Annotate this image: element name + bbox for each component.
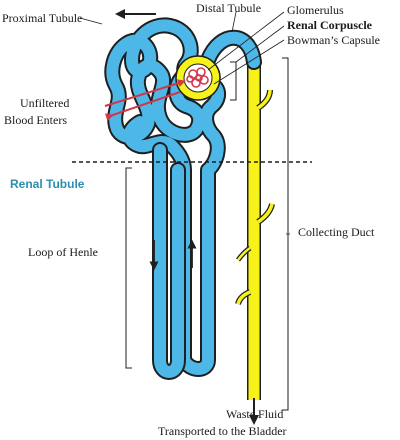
renal-corpuscle bbox=[175, 55, 221, 101]
blood-arrow-icon bbox=[104, 79, 186, 122]
glomerulus bbox=[186, 67, 209, 88]
label-collecting-duct: Collecting Duct bbox=[298, 225, 375, 239]
pointer-lines bbox=[79, 11, 290, 235]
collecting-duct bbox=[235, 62, 275, 425]
label-renal-tubule: Renal Tubule bbox=[10, 177, 85, 191]
renal-corpuscle-bracket bbox=[230, 61, 237, 101]
label-renal-corpuscle: Renal Corpuscle bbox=[287, 18, 373, 32]
label-bowmans-capsule: Bowman’s Capsule bbox=[287, 33, 380, 47]
loop-of-henle-bracket bbox=[125, 167, 132, 369]
label-proximal-tubule: Proximal Tubule bbox=[2, 11, 82, 25]
label-blood-enters: Blood Enters bbox=[4, 113, 67, 127]
label-waste-fluid: Waste Fluid bbox=[226, 407, 283, 421]
label-transported: Transported to the Bladder bbox=[158, 424, 287, 438]
label-glomerulus: Glomerulus bbox=[287, 3, 344, 17]
label-loop-of-henle: Loop of Henle bbox=[28, 245, 98, 259]
label-unfiltered: Unfiltered bbox=[20, 96, 69, 110]
label-distal-tubule: Distal Tubule bbox=[196, 1, 261, 15]
